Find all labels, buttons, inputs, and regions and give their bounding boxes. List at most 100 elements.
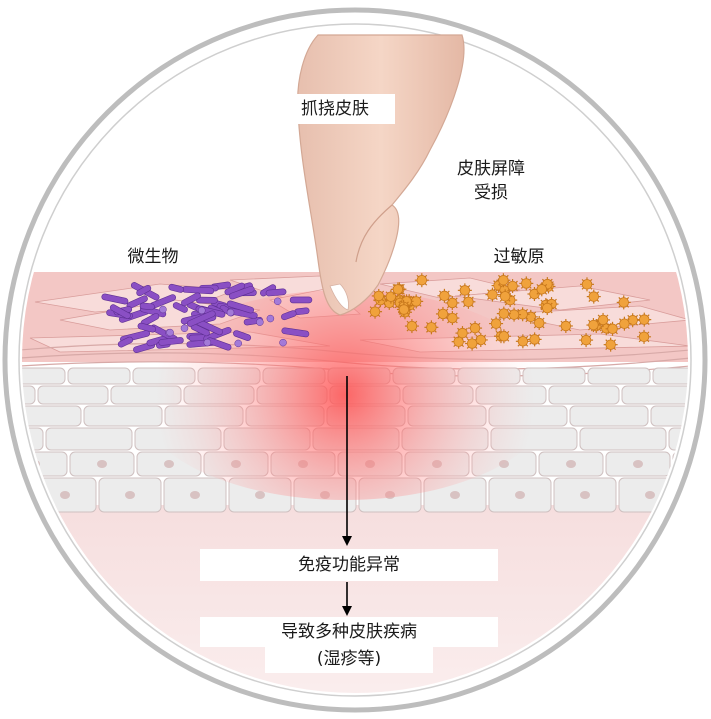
allergen-core xyxy=(618,297,629,308)
allergen-core xyxy=(521,278,532,289)
label-microbes: 微生物 xyxy=(127,247,179,267)
arrow-to-immune xyxy=(342,376,352,546)
allergen-core xyxy=(529,288,540,300)
allergen-particle xyxy=(605,321,620,336)
allergen-particle xyxy=(445,311,460,326)
label-skin-diseases-line1: 导致多种皮肤疾病 xyxy=(200,617,498,647)
coccus xyxy=(180,324,189,333)
skin-cell xyxy=(37,385,109,405)
bacterium xyxy=(228,285,255,300)
allergen-core xyxy=(517,336,529,347)
allergen-particle xyxy=(496,329,511,344)
coccus xyxy=(198,306,206,315)
allergen-particle xyxy=(507,307,522,322)
allergen-particle xyxy=(637,329,652,344)
skin-cell-layers xyxy=(22,367,710,513)
allergen-core xyxy=(426,322,437,333)
coccus xyxy=(159,305,167,314)
allergen-particle xyxy=(596,312,611,327)
allergen-particle xyxy=(368,304,383,319)
skin-cell xyxy=(22,367,66,385)
allergen-particle xyxy=(437,288,452,303)
cell-nucleus xyxy=(515,491,525,499)
allergen-core xyxy=(498,275,509,286)
label-barrier-damaged-line2: 受损 xyxy=(474,183,508,203)
allergen-core xyxy=(529,334,540,345)
allergen-core xyxy=(463,296,474,308)
allergen-particle xyxy=(485,287,500,302)
skin-cell xyxy=(621,385,688,405)
allergen-particle xyxy=(603,337,618,352)
allergen-core xyxy=(534,317,545,329)
arrow-to-disease xyxy=(342,582,352,616)
allergen-core xyxy=(398,304,410,315)
allergen-particle xyxy=(540,301,555,316)
bacterium xyxy=(289,296,313,304)
allergen-particle xyxy=(523,309,538,324)
allergen-core xyxy=(498,331,510,342)
bacterium xyxy=(281,310,297,321)
allergen-core xyxy=(457,327,468,339)
coccus xyxy=(203,338,212,347)
label-allergens: 过敏原 xyxy=(493,247,545,267)
allergen-core xyxy=(542,302,553,314)
cell-nucleus xyxy=(255,491,265,499)
bacterium xyxy=(265,288,287,297)
allergen-particle xyxy=(461,294,476,309)
allergen-particle xyxy=(409,294,424,309)
label-barrier-damaged-line1: 皮肤屏障 xyxy=(457,159,525,179)
label-skin-diseases-line2: (湿疹等) xyxy=(265,645,433,673)
allergen-core xyxy=(498,308,510,319)
allergen-particle xyxy=(532,315,547,330)
allergen-particle xyxy=(586,318,601,333)
allergen-core xyxy=(459,285,471,296)
coccus xyxy=(234,339,242,348)
allergen-particle xyxy=(496,306,511,321)
skin-cell xyxy=(652,367,688,385)
skin-cell xyxy=(45,427,133,451)
allergen-core xyxy=(487,289,498,300)
cell-nucleus xyxy=(97,460,107,468)
allergen-particle xyxy=(579,333,594,348)
allergen-core xyxy=(619,318,630,329)
cell-nucleus xyxy=(60,491,70,499)
allergen-core xyxy=(469,322,481,334)
bacterium xyxy=(139,302,155,311)
allergen-core xyxy=(536,284,547,295)
coccus xyxy=(166,328,174,337)
cell-nucleus xyxy=(566,460,576,468)
dermis-layer xyxy=(22,505,688,693)
allergen-particle xyxy=(435,306,450,321)
allergen-cluster xyxy=(368,273,652,352)
allergen-particle xyxy=(586,289,601,304)
allergen-particle xyxy=(396,302,411,317)
bacterium xyxy=(233,330,252,341)
allergen-core xyxy=(406,320,418,332)
allergen-particle xyxy=(505,279,520,294)
skin-cell xyxy=(67,367,131,385)
cell-nucleus xyxy=(190,491,200,499)
allergen-particle xyxy=(558,318,573,333)
allergen-particle xyxy=(390,282,405,297)
skin-cell xyxy=(683,477,688,513)
allergen-particle xyxy=(616,295,631,310)
skin-cell xyxy=(22,385,36,405)
bacterium xyxy=(226,300,255,314)
allergen-core xyxy=(447,297,458,309)
allergen-particle xyxy=(496,273,511,288)
allergen-core xyxy=(369,306,381,317)
skin-cell xyxy=(569,405,649,427)
allergen-core xyxy=(439,290,450,302)
allergen-core xyxy=(373,290,384,302)
allergen-particle xyxy=(414,273,429,288)
cell-nucleus xyxy=(450,491,460,499)
bacterium xyxy=(281,327,310,338)
bacteria-cluster xyxy=(101,281,313,353)
cell-nucleus xyxy=(164,460,174,468)
allergen-particle xyxy=(527,332,542,347)
cell-nucleus xyxy=(700,460,710,468)
skin-cell xyxy=(579,427,667,451)
allergen-particle xyxy=(515,334,530,349)
coccus xyxy=(266,314,275,323)
bacterium xyxy=(137,322,156,333)
